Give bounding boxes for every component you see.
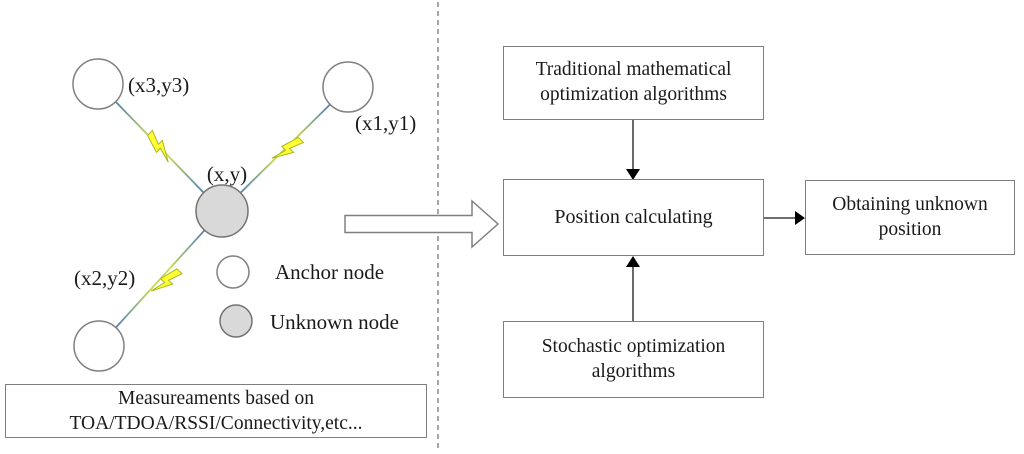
measurements-line2: TOA/TDOA/RSSI/Connectivity,etc... [69,413,363,434]
legend-unknown-label: Unknown node [270,310,399,334]
measurements-line1: Measureaments based on [117,388,315,409]
unknown-node-label: (x,y) [207,162,247,186]
anchor1-label: (x1,y1) [355,111,416,135]
panel-transition-arrow-icon [344,199,500,249]
anchor3-label: (x3,y3) [128,73,189,97]
lightning-bolt-icon [271,136,305,159]
anchor-node-circle-3 [72,58,124,110]
lightning-bolt-icon [150,268,183,292]
anchor-node-circle-1 [322,61,374,113]
measurements-box: Measureaments based on TOA/TDOA/RSSI/Con… [5,384,427,438]
stochastic-optimization-box: Stochastic optimization algorithms [503,321,764,398]
obtaining-position-box: Obtaining unknown position [805,180,1015,255]
arrow-top-to-center [626,120,640,180]
legend-anchor-node-icon [216,255,250,289]
lightning-bolt-icon [146,129,169,163]
position-calculating-box: Position calculating [503,179,764,256]
traditional-optimization-box: Traditional mathematical optimization al… [503,46,764,120]
legend-anchor-label: Anchor node [275,260,384,284]
arrow-center-to-result [764,211,805,225]
anchor2-label: (x2,y2) [74,266,135,290]
anchor-node-circle-2 [73,320,125,372]
unknown-node-circle [195,184,249,238]
legend-unknown-node-icon [219,304,253,338]
